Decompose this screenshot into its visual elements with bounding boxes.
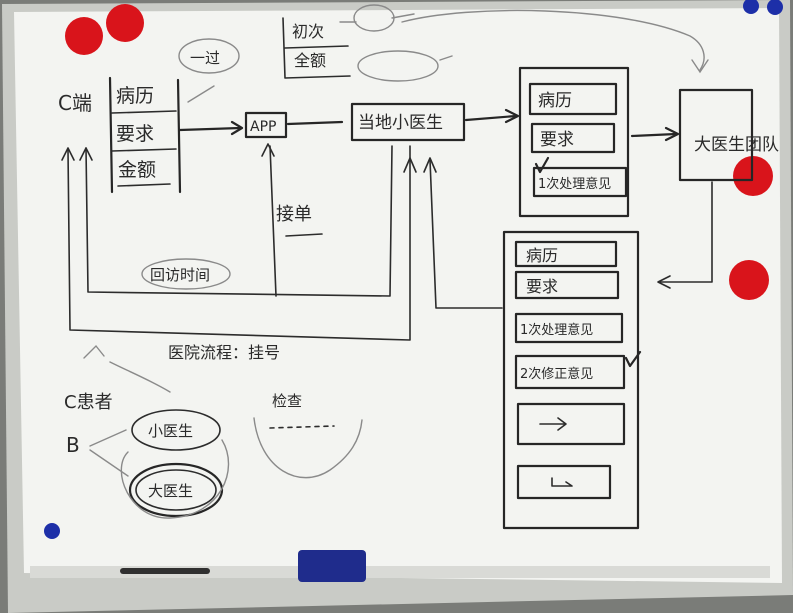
arrow-to-app [178,126,242,132]
local-doctor-box [350,102,466,142]
arrow-head [423,157,437,173]
return-time-oval [141,258,231,290]
take-order-label: 接单 [276,204,312,225]
line-app-to-doctor [286,120,344,126]
big-doctor-label: 大医生 [148,482,193,500]
panel-two-item: 1次处理意见 [520,322,593,338]
panel-two-empty-box [516,464,612,500]
red-magnet[interactable] [729,260,769,300]
arrow-head [657,275,671,289]
arrow-head [79,147,93,161]
left-item-medical-record: 病历 [116,85,154,107]
arrow-head [230,120,244,136]
panel-one [518,66,630,218]
small-doctor-label: 小医生 [148,422,193,440]
big-doctor-oval-inner [135,469,217,511]
arrow-head [61,147,75,161]
patient-label: C患者 [64,392,113,413]
panel-two-empty-box [516,402,626,446]
arrow-stroke [187,85,215,103]
oval-pass [178,38,240,74]
panel-one-item-box [528,82,618,116]
panel-two [502,230,640,530]
note-pass: 一过 [190,49,220,67]
blue-magnet[interactable] [44,523,60,539]
note-full-amount: 全额 [294,51,326,70]
red-magnet[interactable] [106,4,144,42]
panel-one-item: 病历 [538,91,572,111]
arrow-head [691,59,709,74]
panel-two-return-line [429,159,503,309]
take-order-line [269,145,277,297]
panel-two-item-box [514,312,624,344]
local-doctor-label: 当地小医生 [358,113,443,133]
panel-two-item-box [514,270,620,300]
return-time-label: 回访时间 [150,266,210,284]
arrow-to-panel-one [464,114,518,122]
arrow-head [504,108,520,124]
left-item-amount: 金额 [118,159,156,181]
inner-loop-line [85,145,393,297]
underline [117,183,171,187]
panel-two-item: 病历 [526,246,558,265]
app-box [244,111,288,139]
check-mark-icon [624,350,642,368]
note-first-diagnosis: 初次 [292,22,324,41]
arrow-head [664,126,680,142]
check-label: 检查 [272,392,302,410]
dotted-line [269,425,335,429]
scribble-lines [339,13,453,61]
panel-one-item: 要求 [540,130,574,150]
bracket-lines [282,17,351,79]
return-arrow-icon [551,477,573,487]
panel-two-item-box [514,240,618,268]
underline [285,233,323,237]
c-end-label: C端 [58,91,92,115]
blue-magnet[interactable] [743,0,759,14]
panel-one-item-box [532,166,628,198]
panel-two-item: 2次修正意见 [520,366,593,382]
scribble-curve [253,417,363,479]
app-label: APP [250,119,276,135]
expert-team-box [678,88,754,182]
red-magnet[interactable] [65,17,103,55]
top-return-arrow [401,9,705,71]
arrow-head [261,143,275,157]
expert-to-panel-two-line [659,181,713,283]
blue-magnet[interactable] [767,0,783,15]
panel-two-item: 要求 [526,277,558,296]
check-mark-icon [534,156,550,174]
eraser-block[interactable] [298,550,366,582]
marker-tray [30,566,770,578]
scribble-oval [357,50,439,82]
left-column-divider [176,78,182,194]
scribble-lines [83,344,171,393]
arrow-icon [539,417,567,431]
outer-loop-line [67,145,411,341]
panel-two-item-box [514,354,626,390]
panel-one-item: 1次处理意见 [538,176,611,192]
left-item-requirement: 要求 [116,123,154,145]
scribble-curve [120,439,230,519]
underline [111,148,177,152]
panel-one-item-box [530,122,616,154]
expert-team-label: 大医生团队 [694,135,779,155]
hospital-process-label: 医院流程：挂号 [168,343,280,362]
arrow-head [403,157,417,173]
marker-pen[interactable] [120,568,210,574]
small-doctor-oval [131,409,221,451]
underline [111,110,177,114]
arrow-to-expert [630,132,678,138]
b-label: B [66,433,80,457]
left-column-divider [108,76,114,194]
